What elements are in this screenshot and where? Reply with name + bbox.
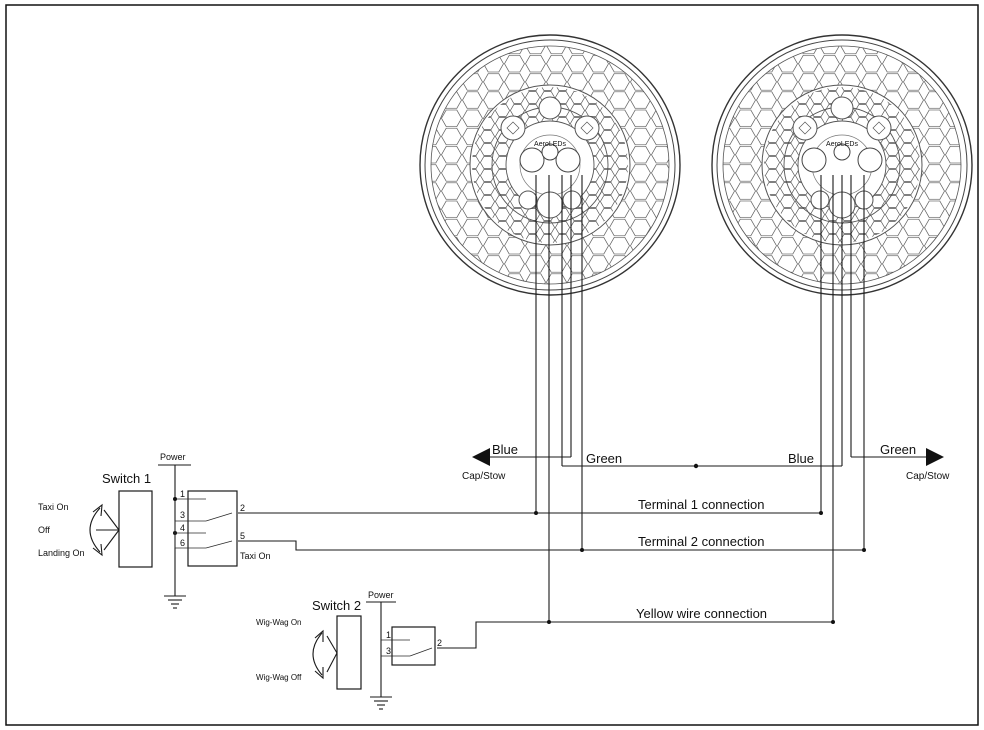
lamp-right-wires <box>820 175 865 622</box>
switch1-pin5: 5 <box>240 531 245 541</box>
switch1-body <box>118 490 153 568</box>
switch1-taxi-on-out: Taxi On <box>240 551 271 561</box>
ground-icon <box>164 595 186 609</box>
switch1-terminal-block <box>187 490 238 567</box>
switch2-wigwag-off: Wig-Wag Off <box>256 673 302 682</box>
lamp-left-brand: AeroLEDs <box>534 141 566 148</box>
arrow-left-icon <box>472 448 490 466</box>
switch2: Switch 2 Wig-Wag On Wig-Wag Off Power 1 … <box>256 590 442 710</box>
switch2-pin1: 1 <box>386 630 391 640</box>
switch1-off: Off <box>38 525 50 535</box>
switch2-power: Power <box>368 590 394 600</box>
switch1-pin6: 6 <box>180 538 185 548</box>
junction-dot-icon <box>693 463 699 469</box>
switch1-taxi-on: Taxi On <box>38 502 69 512</box>
switch2-pin2: 2 <box>437 638 442 648</box>
switch2-terminal-block <box>391 626 436 666</box>
switch2-title: Switch 2 <box>312 598 361 613</box>
cap-stow-left-label: Cap/Stow <box>462 471 506 482</box>
green-left-label: Green <box>586 451 622 466</box>
switch1-pin3: 3 <box>180 510 185 520</box>
toggle-lever-icon <box>312 629 338 680</box>
switch1-landing-on: Landing On <box>38 548 85 558</box>
switch1-pin4: 4 <box>180 523 185 533</box>
terminal1-label: Terminal 1 connection <box>638 497 764 512</box>
terminal2-label: Terminal 2 connection <box>638 534 764 549</box>
lamp-left: AeroLEDs <box>419 34 681 296</box>
switch2-pin3: 3 <box>386 646 391 656</box>
diagram-border <box>5 4 979 726</box>
switch1-power: Power <box>160 452 186 462</box>
lamp-right: AeroLEDs <box>711 34 973 296</box>
switch1-pin1: 1 <box>180 489 185 499</box>
cap-stow-right-label: Cap/Stow <box>906 471 950 482</box>
switch1-title: Switch 1 <box>102 471 151 486</box>
switch2-body <box>336 615 362 690</box>
lamp-right-brand: AeroLEDs <box>826 141 858 148</box>
ground-icon <box>370 696 392 710</box>
green-right-label: Green <box>880 442 916 457</box>
blue-right-label: Blue <box>788 451 814 466</box>
switch1-pin2: 2 <box>240 503 245 513</box>
arrow-right-icon <box>926 448 944 466</box>
switch1: Switch 1 Taxi On Off Landing On Power <box>38 452 271 609</box>
toggle-lever-icon <box>89 503 120 557</box>
switch2-wigwag-on: Wig-Wag On <box>256 618 302 627</box>
yellow-label: Yellow wire connection <box>636 606 767 621</box>
blue-left-label: Blue <box>492 442 518 457</box>
